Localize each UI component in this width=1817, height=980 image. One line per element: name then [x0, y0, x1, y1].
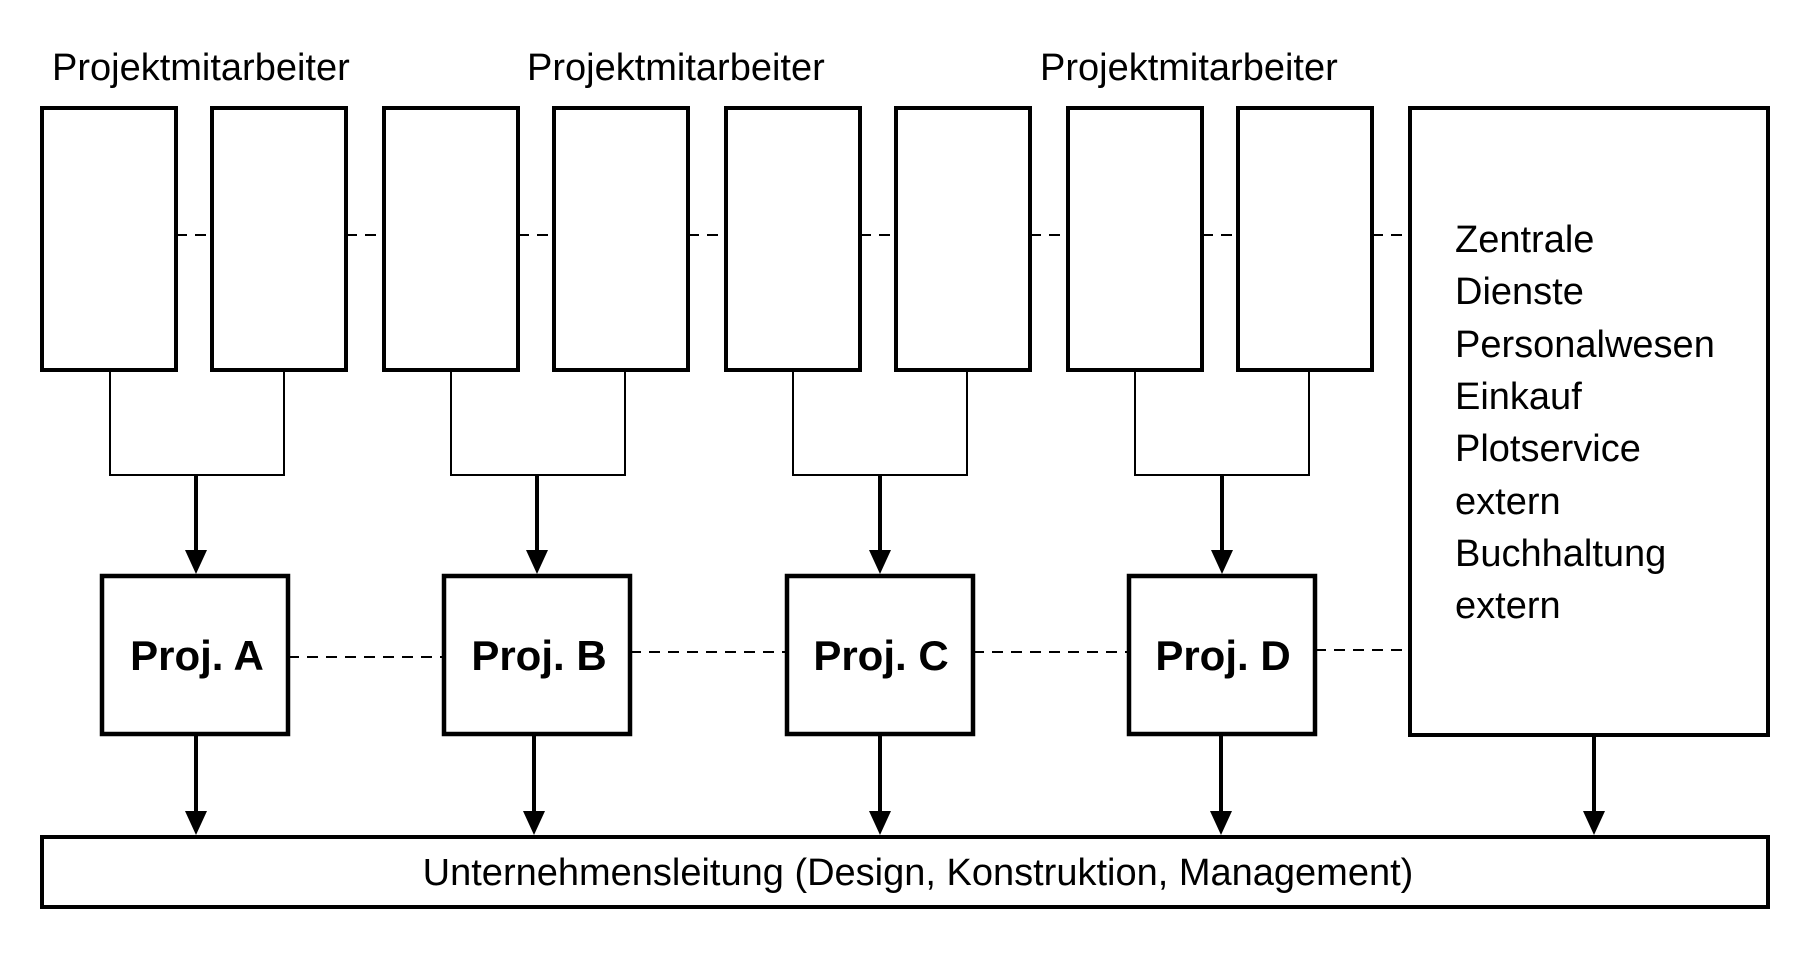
proj-c-box	[784, 573, 976, 737]
services-line-3: Personalwesen	[1455, 324, 1715, 366]
services-line-5: Plotservice	[1455, 428, 1641, 470]
worker-box-5	[724, 106, 862, 372]
bracket-a	[109, 370, 285, 476]
arrowhead-to-proj-a	[185, 550, 207, 574]
arrowhead-d-to-management	[1210, 811, 1232, 835]
services-line-2: Dienste	[1455, 271, 1584, 313]
top-label-2: Projektmitarbeiter	[527, 47, 825, 89]
management-label: Unternehmensleitung (Design, Konstruktio…	[423, 852, 1414, 894]
services-line-7: Buchhaltung	[1455, 533, 1666, 575]
worker-box-7	[1066, 106, 1204, 372]
worker-box-4	[552, 106, 690, 372]
arrowhead-to-proj-c	[869, 550, 891, 574]
central-services-box	[1408, 106, 1770, 737]
arrowhead-to-proj-b	[526, 550, 548, 574]
worker-box-6	[894, 106, 1032, 372]
arrowhead-b-to-management	[523, 811, 545, 835]
services-line-6: extern	[1455, 481, 1561, 523]
services-line-1: Zentrale	[1455, 219, 1594, 261]
proj-a-label: Proj. A	[130, 632, 264, 679]
worker-box-1	[40, 106, 178, 372]
proj-d-label: Proj. D	[1155, 632, 1290, 679]
arrowhead-c-to-management	[869, 811, 891, 835]
arrowhead-a-to-management	[185, 811, 207, 835]
services-line-4: Einkauf	[1455, 376, 1582, 418]
proj-b-box	[441, 573, 633, 737]
proj-d-box	[1126, 573, 1318, 737]
worker-box-2	[210, 106, 348, 372]
arrowhead-to-proj-d	[1211, 550, 1233, 574]
arrowhead-services-to-management	[1583, 811, 1605, 835]
proj-b-label: Proj. B	[471, 632, 606, 679]
worker-box-8	[1236, 106, 1374, 372]
bracket-b	[450, 370, 626, 476]
worker-box-3	[382, 106, 520, 372]
bracket-c	[792, 370, 968, 476]
services-line-8: extern	[1455, 585, 1561, 627]
top-label-3: Projektmitarbeiter	[1040, 47, 1338, 89]
proj-c-label: Proj. C	[813, 632, 948, 679]
management-box	[40, 835, 1770, 909]
bracket-d	[1134, 370, 1310, 476]
top-label-1: Projektmitarbeiter	[52, 47, 350, 89]
